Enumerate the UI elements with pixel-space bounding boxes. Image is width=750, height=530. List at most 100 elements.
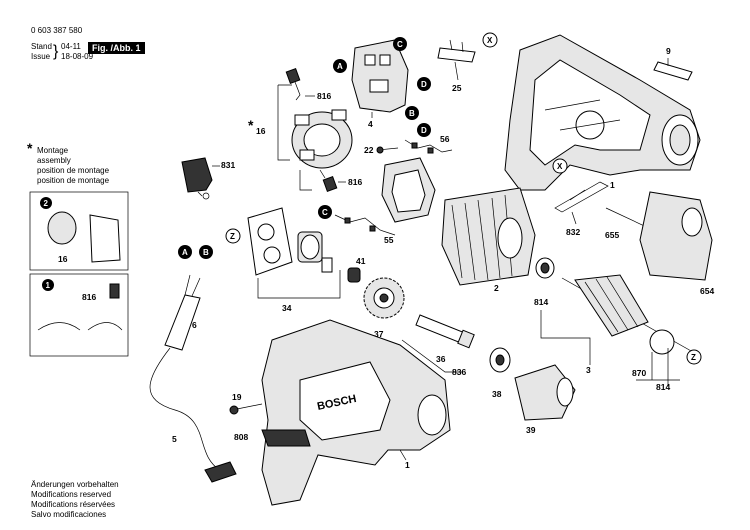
part-816-brush-top: 816 <box>277 68 331 161</box>
footer-line: Modifications réservées <box>31 500 116 509</box>
footer-line: Modifications reserved <box>31 490 112 499</box>
part-836-bracket-line: 836 <box>401 339 466 377</box>
label-6: 6 <box>192 320 197 330</box>
assembly-legend: * Montage assembly position de montage p… <box>27 141 110 186</box>
stand-value: 04-11 <box>61 42 81 51</box>
label-4: 4 <box>368 119 373 129</box>
callout-C-mid: C <box>318 205 332 219</box>
label-22: 22 <box>364 145 374 155</box>
svg-text:C: C <box>397 40 403 49</box>
svg-text:2: 2 <box>44 199 49 208</box>
svg-text:X: X <box>557 162 563 171</box>
callout-B-top: B <box>405 106 419 120</box>
part-9-plate: 9 <box>653 46 693 81</box>
callout-C-top: C <box>393 37 407 51</box>
part-832-clip: 832 <box>554 181 609 237</box>
inset-brush-insert: 816 <box>29 273 129 357</box>
callout-D-mid: D <box>417 123 431 137</box>
label-34: 34 <box>282 303 292 313</box>
svg-text:Z: Z <box>691 353 696 362</box>
part-870-fan: 870 814 <box>632 348 680 392</box>
label-36: 36 <box>436 354 446 364</box>
part-5-cable: 5 <box>149 347 237 483</box>
label-816a: 816 <box>317 91 331 101</box>
label-3: 3 <box>586 365 591 375</box>
part-37-gear: 37 <box>363 277 405 339</box>
legend-line: position de montage <box>37 176 110 185</box>
callout-Z-right: Z <box>686 349 702 365</box>
svg-text:Z: Z <box>230 232 235 241</box>
part-34-plate: 34 <box>247 207 341 313</box>
label-39: 39 <box>526 425 536 435</box>
label-55: 55 <box>384 235 394 245</box>
callout-A-top: A <box>333 59 347 73</box>
callout-B-cable: B <box>199 245 213 259</box>
label-5: 5 <box>172 434 177 444</box>
label-814b: 814 <box>656 382 670 392</box>
callout-X-top: X <box>482 32 498 48</box>
callout-1-inset: 1 <box>42 279 54 291</box>
label-56: 56 <box>440 134 450 144</box>
issue-value: 18-08-09 <box>61 52 94 61</box>
part-bearing-box <box>297 231 333 273</box>
part-654-side-handle: 655 654 <box>605 191 714 296</box>
part-36-spindle: 36 <box>415 314 475 364</box>
svg-text:X: X <box>487 36 493 45</box>
part-816-brush-bottom: 816 <box>299 169 362 192</box>
svg-text:D: D <box>421 80 427 89</box>
callout-A-cable: A <box>178 245 192 259</box>
assembly-star-icon: * <box>27 140 33 156</box>
label-808: 808 <box>234 432 248 442</box>
part-41-spring: 41 <box>347 256 366 283</box>
label-star: * <box>248 117 254 133</box>
label-655: 655 <box>605 230 619 240</box>
label-1b: 1 <box>405 460 410 470</box>
svg-text:1: 1 <box>46 281 51 290</box>
legend-line: position de montage <box>37 166 110 175</box>
label-9: 9 <box>666 46 671 56</box>
brace: } <box>53 43 59 60</box>
part-38-ring: 38 <box>489 347 511 399</box>
part-25-clip: 25 <box>437 39 476 93</box>
label-1a: 1 <box>610 180 615 190</box>
footer-line: Änderungen vorbehalten <box>31 480 119 489</box>
label-38: 38 <box>492 389 502 399</box>
svg-text:C: C <box>322 208 328 217</box>
svg-text:D: D <box>421 126 427 135</box>
label-2: 2 <box>494 283 499 293</box>
svg-text:B: B <box>409 109 415 118</box>
label-star-16: 16 <box>256 126 266 136</box>
label-37: 37 <box>374 329 384 339</box>
label-816b: 816 <box>348 177 362 187</box>
stand-label: Stand <box>31 42 52 51</box>
svg-text:A: A <box>337 62 343 71</box>
part-56-terminal: 56 <box>404 134 453 154</box>
inset-brush-assembly: 16 <box>29 191 129 271</box>
part-22-screw: 22 <box>364 145 399 155</box>
footer-note: Änderungen vorbehalten Modifications res… <box>31 480 119 520</box>
part-39-chuck: 39 <box>514 364 576 435</box>
issue-label: Issue <box>31 52 51 61</box>
part-number: 0 603 387 580 <box>31 26 83 35</box>
callout-Z-left: Z <box>225 228 241 244</box>
part-6-cable-sleeve: 6 <box>164 274 201 351</box>
label-19: 19 <box>232 392 242 402</box>
part-3-armature: 3 <box>540 274 701 375</box>
label-831: 831 <box>221 160 235 170</box>
label-870: 870 <box>632 368 646 378</box>
label-832: 832 <box>566 227 580 237</box>
label-654: 654 <box>700 286 714 296</box>
legend-line: assembly <box>37 156 71 165</box>
part-4-switch: 4 <box>351 39 409 129</box>
label-814a: 814 <box>534 297 548 307</box>
figure-title: Fig. /Abb. 1 <box>88 42 145 54</box>
part-55-terminal: 55 <box>334 214 396 245</box>
part-1-housing: BOSCH 1 <box>261 319 451 506</box>
label-41: 41 <box>356 256 366 266</box>
footer-line: Salvo modificaciones <box>31 510 107 519</box>
label-816c: 816 <box>82 292 96 302</box>
callout-X-mid: X <box>552 158 568 174</box>
part-19-screw: 19 <box>229 392 263 415</box>
label-836: 836 <box>452 367 466 377</box>
